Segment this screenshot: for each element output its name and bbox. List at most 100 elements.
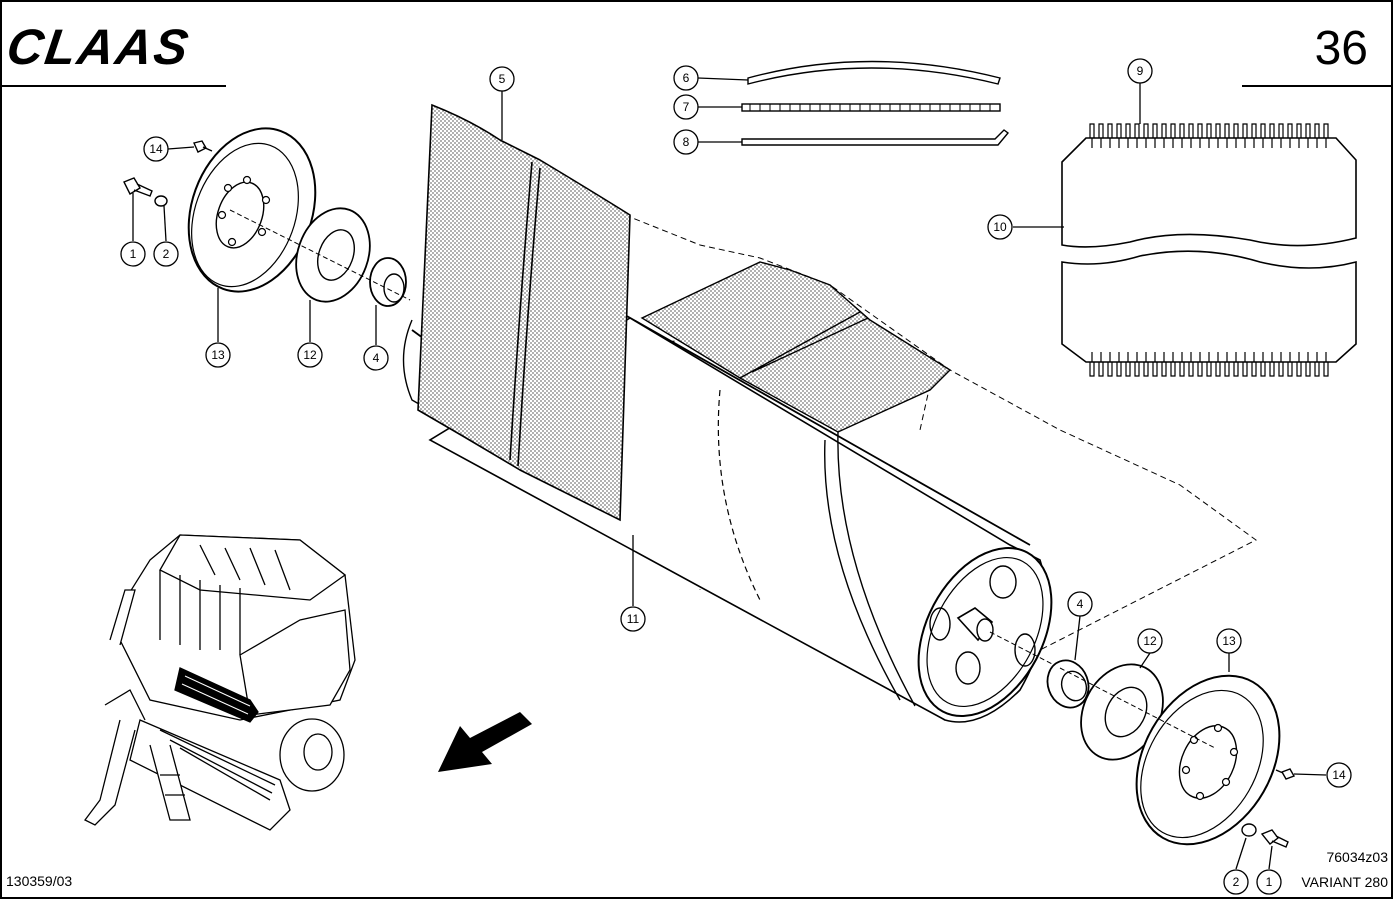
baler-frame-left [104, 589, 146, 721]
left-flange-bolt-hole-6 [223, 183, 233, 193]
drawing-id: 76034z03 [1326, 849, 1388, 865]
strip-8 [741, 129, 1010, 146]
right-flange-bolt-hole-2 [1229, 747, 1239, 757]
right-flange-bolt-hole-5 [1181, 765, 1191, 775]
callout-1-right: 1 [1256, 869, 1282, 895]
left-bearing-group [123, 127, 411, 307]
belt-band-1 [824, 431, 916, 707]
callout-13-left: 13 [205, 342, 231, 368]
right-flange-bolt-hole-1 [1213, 723, 1223, 733]
svg-text:1: 1 [1266, 875, 1273, 889]
roller-hole-top [989, 565, 1017, 599]
callout-5: 5 [489, 66, 515, 92]
roller-axis [989, 631, 1061, 669]
right-bearing-inner [1060, 670, 1088, 702]
callout-2-left: 2 [153, 241, 179, 267]
right-flange-bolt-hole-4 [1195, 791, 1205, 801]
callout-4-right: 4 [1067, 591, 1093, 617]
roller-assembly [402, 103, 1257, 723]
right-flange-rim [1140, 689, 1264, 839]
left-small-bolt [193, 140, 213, 153]
roller-hole-bottom [955, 651, 981, 685]
right-washer [1241, 823, 1257, 837]
right-bolt [1260, 829, 1289, 848]
leader-lines [132, 77, 1327, 870]
left-flange-rim [191, 142, 299, 288]
right-plate-hole [1104, 686, 1148, 738]
left-bearing-inner [383, 273, 405, 303]
left-flange-bolt-hole-3 [257, 227, 267, 237]
svg-text:2: 2 [163, 247, 170, 261]
roller-hole-left [929, 607, 951, 641]
strip-group [741, 60, 1010, 146]
svg-text:7: 7 [683, 100, 690, 114]
belt-upper-half [1061, 137, 1357, 248]
callout-4-left: 4 [363, 345, 389, 371]
callout-8: 8 [673, 129, 699, 155]
svg-text:14: 14 [149, 142, 163, 156]
roller-shaft-end [976, 618, 994, 642]
svg-text:13: 13 [1222, 634, 1236, 648]
callout-12-left: 12 [297, 342, 323, 368]
callout-2-right: 2 [1223, 869, 1249, 895]
belt-lower-left [402, 319, 621, 521]
left-washer [154, 195, 168, 207]
svg-text:2: 2 [1233, 875, 1240, 889]
baler-overview [84, 534, 356, 831]
belt-detail [1061, 123, 1357, 377]
belt-textured-mid-seam [739, 311, 869, 379]
svg-text:14: 14 [1332, 768, 1346, 782]
callout-14-left: 14 [143, 136, 169, 162]
left-bolt [123, 177, 153, 197]
left-flange-bolt-hole-5 [217, 210, 227, 220]
callout-9: 9 [1127, 58, 1153, 84]
callout-13-right: 13 [1216, 628, 1242, 654]
belt-textured-main [417, 103, 631, 522]
baler-roller-lines [181, 675, 251, 715]
callout-11: 11 [620, 606, 646, 632]
baler-front-panels [159, 570, 241, 655]
callout-6: 6 [673, 65, 699, 91]
svg-text:12: 12 [1143, 634, 1157, 648]
strip-6 [747, 60, 1001, 85]
svg-text:12: 12 [303, 348, 317, 362]
svg-text:4: 4 [1077, 597, 1084, 611]
baler-wheel-hub [303, 733, 333, 771]
strip-7-teeth [749, 104, 991, 111]
left-flange-bolt-hole-1 [242, 175, 252, 185]
svg-text:1: 1 [130, 247, 137, 261]
left-flange-bolt-hole-2 [261, 195, 271, 205]
right-small-bolt [1275, 768, 1296, 780]
page-number: 36 [1315, 22, 1368, 75]
callout-12-right: 12 [1137, 628, 1163, 654]
roller-hole-right [1014, 633, 1036, 667]
svg-text:10: 10 [993, 220, 1007, 234]
doc-number: 130359/03 [6, 873, 72, 889]
callouts: 5 6 7 8 9 10 11 13 12 4 1 2 14 4 12 13 1… [120, 58, 1352, 895]
belt-bottom-teeth [1089, 352, 1329, 377]
belt-main-seam-1 [509, 161, 541, 467]
brand-logo: CLAAS [3, 19, 193, 75]
left-flange-bolt-hole-4 [227, 237, 237, 247]
strip-7 [741, 103, 1001, 112]
svg-text:11: 11 [627, 612, 640, 626]
right-flange-bolt-hole-6 [1189, 735, 1199, 745]
svg-text:5: 5 [499, 72, 506, 86]
svg-text:13: 13 [211, 348, 225, 362]
svg-text:4: 4 [373, 351, 380, 365]
baler-top-panels [159, 534, 347, 601]
belt-lower-half [1061, 250, 1357, 363]
callout-1-left: 1 [120, 241, 146, 267]
svg-text:6: 6 [683, 71, 690, 85]
right-flange-bolt-hole-3 [1221, 777, 1231, 787]
baler-drawbar [84, 719, 191, 826]
left-axis-line [229, 209, 411, 301]
belt-top-teeth [1089, 123, 1329, 148]
right-bearing-group [1046, 659, 1296, 848]
model-name: VARIANT 280 [1301, 874, 1388, 890]
svg-text:9: 9 [1137, 64, 1144, 78]
baler-pickup [129, 719, 291, 831]
right-axis-line [1059, 667, 1216, 749]
